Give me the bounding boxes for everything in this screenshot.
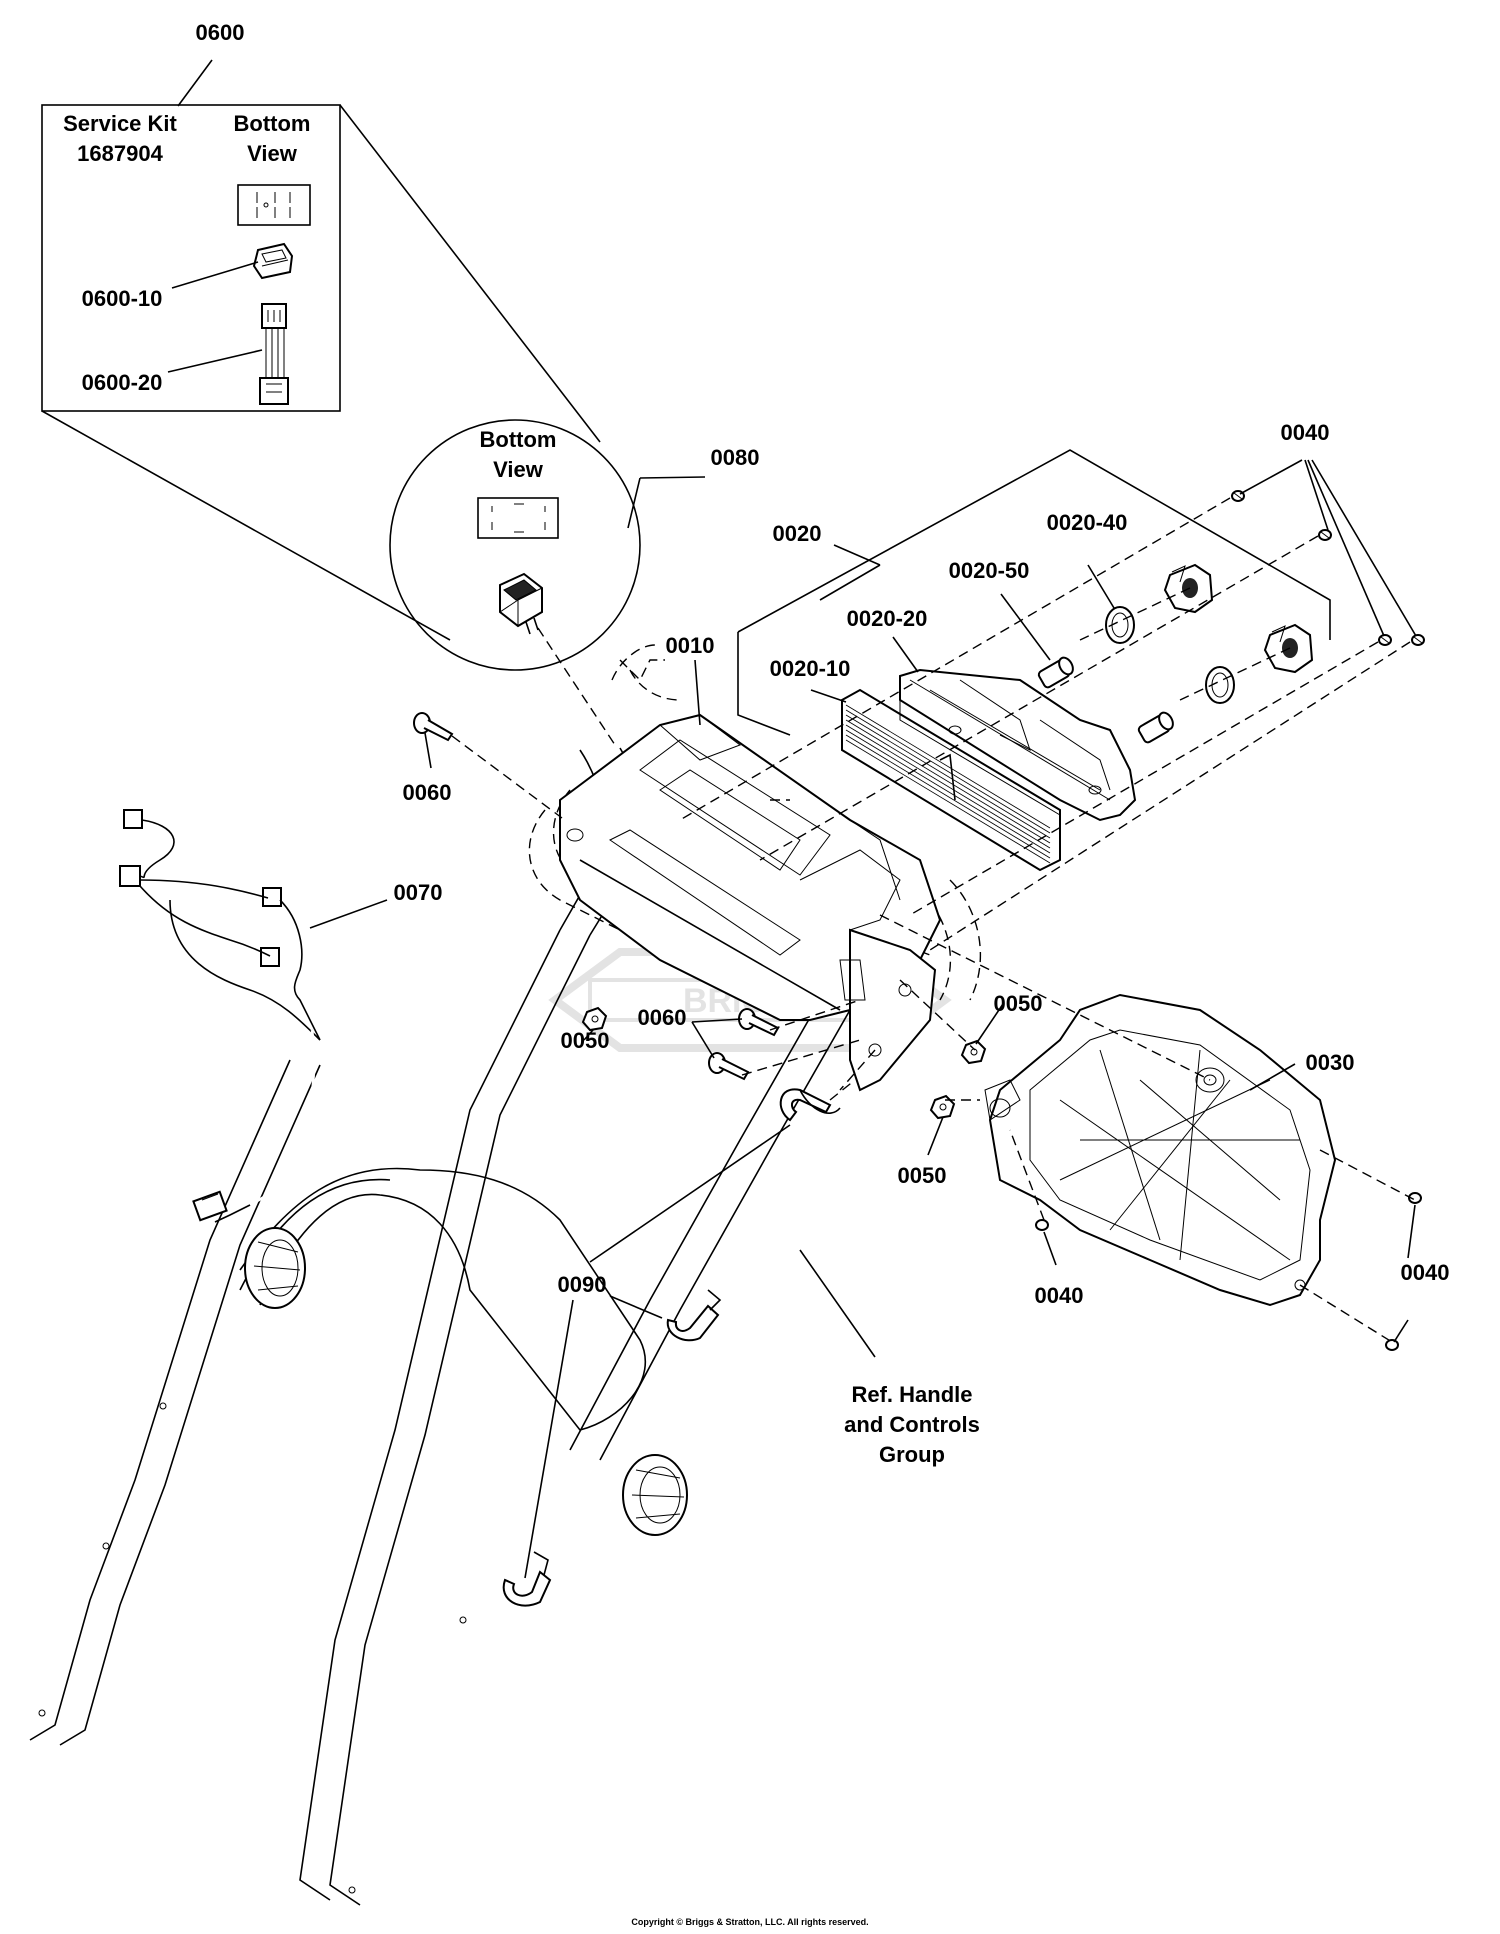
callout-0020-20: 0020-20 [846, 606, 928, 631]
blower-assembly-bracket [737, 449, 1331, 736]
dash-panel-housing [559, 713, 942, 1092]
callout-0010: 0010 [665, 633, 715, 658]
callout-0600: 0600 [195, 20, 245, 45]
service-kit-heading: Service Kit 1687904 [63, 109, 177, 169]
nut-0050-c [929, 1094, 956, 1120]
screw-0040-f [1408, 1192, 1422, 1204]
callout-0060-mid: 0060 [637, 1005, 687, 1030]
callout-0050-mid: 0050 [993, 991, 1043, 1016]
reference-note: Ref. Handle and Controls Group [844, 1380, 980, 1470]
kit-bottom-view-line1: Bottom [233, 111, 311, 136]
callout-0020-40: 0020-40 [1046, 510, 1128, 535]
screw-0040-e [1035, 1219, 1049, 1231]
bottom-view-detail-circle [389, 419, 641, 671]
reference-line2: and Controls [844, 1412, 980, 1437]
kit-bottom-view-heading: Bottom View [234, 109, 311, 169]
rear-cover-panel [984, 993, 1337, 1307]
kit-bottom-view-line2: View [247, 141, 297, 166]
assembly-lines [451, 497, 1416, 1343]
bolt-0060-mid-b [708, 1052, 750, 1081]
spacer-lower [1137, 711, 1174, 744]
callout-0020-10: 0020-10 [769, 656, 851, 681]
callout-0600-10: 0600-10 [81, 286, 163, 311]
cable-clip-a [779, 1088, 841, 1122]
nut-0050-b [960, 1039, 987, 1065]
circle-bottom-view-line1: Bottom [479, 427, 557, 452]
callout-0020-50: 0020-50 [948, 558, 1030, 583]
rocker-switch-kit-icon [252, 242, 294, 280]
service-kit-number: 1687904 [77, 141, 163, 166]
reference-line3: Group [878, 1442, 945, 1467]
callout-0050-lower: 0050 [897, 1163, 947, 1188]
rocker-switch-icon [499, 572, 543, 635]
filter-element [841, 688, 1061, 872]
wire-harness [119, 809, 321, 1223]
callout-0090: 0090 [557, 1272, 607, 1297]
callout-0030: 0030 [1305, 1050, 1355, 1075]
handle-knob-left [244, 1227, 306, 1309]
callout-0040-top: 0040 [1280, 420, 1330, 445]
callout-0040-right: 0040 [1400, 1260, 1450, 1285]
handle-knob-right [622, 1454, 688, 1536]
callout-0020: 0020 [772, 521, 822, 546]
circle-bottom-view-heading: Bottom View [480, 425, 557, 485]
reference-line1: Ref. Handle [851, 1382, 973, 1407]
ring-lower [1205, 666, 1235, 704]
nut-0050-a [581, 1006, 608, 1032]
screw-0040-d [1411, 634, 1425, 646]
copyright-notice: Copyright © Briggs & Stratton, LLC. All … [631, 1917, 869, 1927]
spacer-upper [1037, 656, 1074, 689]
filter-housing [899, 668, 1137, 822]
callout-0080: 0080 [710, 445, 760, 470]
callout-0600-20: 0600-20 [81, 370, 163, 395]
leader-lines [309, 459, 1417, 1579]
cable-clip-c [502, 1551, 552, 1607]
callout-0060-left: 0060 [402, 780, 452, 805]
screw-0040-g [1385, 1339, 1399, 1351]
mini-harness-icon [259, 303, 289, 405]
screw-0040-c [1378, 634, 1392, 646]
cable-clip-b [666, 1289, 722, 1342]
callout-0040-lower: 0040 [1034, 1283, 1084, 1308]
service-kit-title: Service Kit [63, 111, 177, 136]
bolt-0060-left [413, 712, 454, 742]
service-kit-box [41, 59, 341, 412]
callout-0050-left: 0050 [560, 1028, 610, 1053]
screw-0040-b [1318, 529, 1332, 541]
callout-0070: 0070 [393, 880, 443, 905]
ring-upper [1105, 606, 1135, 644]
circle-bottom-view-line2: View [493, 457, 543, 482]
